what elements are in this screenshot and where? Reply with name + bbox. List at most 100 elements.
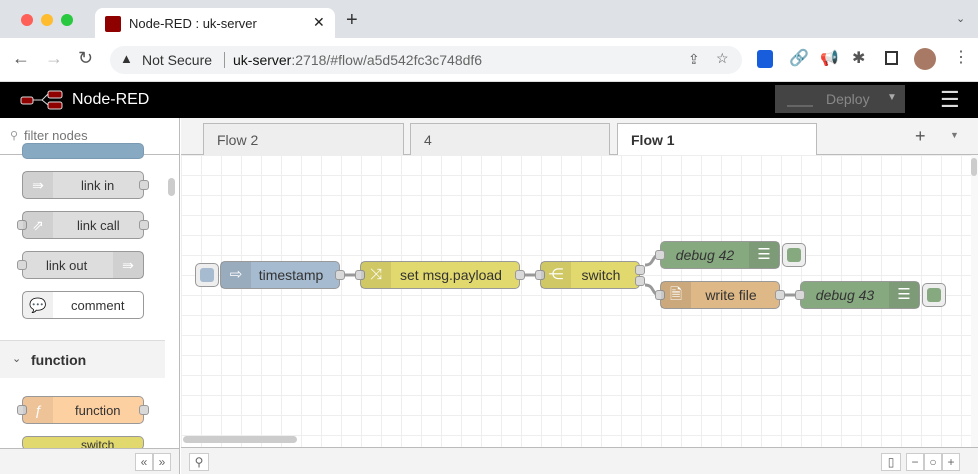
search-flows-icon[interactable]: ⚲ [189, 453, 209, 471]
flow-node-timestamp[interactable]: ⇨timestamp [220, 261, 345, 289]
flow-node-write-file[interactable]: 🗎write file [655, 281, 785, 309]
expand-all-icon[interactable]: » [153, 453, 171, 471]
node-red-favicon-icon [105, 16, 121, 32]
output-port-1[interactable] [635, 265, 645, 275]
reload-icon[interactable]: ↻ [78, 48, 94, 68]
inject-button[interactable] [195, 263, 219, 287]
navigator-map-icon[interactable]: ▯ [881, 453, 901, 471]
palette-node-link-in[interactable]: ⇛link in [22, 171, 149, 199]
search-icon: ⚲ [10, 130, 19, 142]
output-port[interactable] [139, 405, 149, 415]
filter-nodes-input[interactable] [24, 128, 164, 143]
workspace-tabs: Flow 2 4 Flow 1 + ▼ [181, 118, 978, 156]
node-label: link call [77, 218, 120, 233]
forward-icon[interactable]: → [45, 48, 63, 68]
maximize-window-button[interactable] [61, 14, 73, 26]
tab-label: Flow 1 [631, 132, 675, 148]
node-label: comment [71, 298, 125, 313]
zoom-in-icon[interactable]: + [942, 453, 960, 471]
flow-node-debug-42[interactable]: debug 42 ☰ [655, 241, 780, 269]
link-extension-icon[interactable]: 🔗 [789, 50, 809, 67]
output-port[interactable] [335, 270, 345, 280]
minimize-window-button[interactable] [41, 14, 53, 26]
input-port[interactable] [17, 260, 27, 270]
node-label: switch [581, 267, 621, 283]
bookmark-star-icon[interactable]: ☆ [716, 50, 729, 66]
back-icon[interactable]: ← [12, 48, 30, 68]
function-icon: ƒ [23, 397, 53, 423]
debug-list-icon: ☰ [749, 242, 779, 268]
node-label: write file [705, 287, 757, 303]
input-port[interactable] [535, 270, 545, 280]
browser-menu-icon[interactable]: ⋮ [953, 49, 969, 66]
node-label: switch [81, 438, 115, 450]
zoom-reset-icon[interactable]: ○ [924, 453, 942, 471]
flow-node-set-msg-payload[interactable]: ⤨set msg.payload [355, 261, 525, 289]
side-panel-icon[interactable] [885, 51, 898, 65]
link-call-icon: ⇗ [23, 212, 53, 238]
input-port[interactable] [17, 220, 27, 230]
input-port[interactable] [355, 270, 365, 280]
app-title: Node-RED [72, 91, 150, 108]
browser-tab-strip: Node-RED : uk-server ✕ + ⌄ [0, 0, 978, 38]
palette-node-comment[interactable]: 💬 comment [22, 291, 144, 319]
extensions-puzzle-icon[interactable]: ✱ [852, 50, 866, 67]
node-label: link in [81, 178, 115, 193]
input-port[interactable] [655, 290, 665, 300]
debug-toggle-button[interactable] [922, 283, 946, 307]
deploy-dropdown-icon[interactable]: ▼ [887, 92, 897, 103]
profile-avatar[interactable] [914, 48, 936, 70]
divider [224, 52, 225, 68]
bitwarden-extension-icon[interactable] [757, 50, 773, 68]
add-flow-icon[interactable]: + [915, 126, 926, 146]
debug-toggle-button[interactable] [782, 243, 806, 267]
palette-node-link-out[interactable]: link out⇛ [17, 251, 144, 279]
flow-node-debug-43[interactable]: debug 43☰ [795, 281, 920, 309]
input-port[interactable] [655, 250, 665, 260]
deploy-icon [787, 91, 813, 107]
zoom-out-icon[interactable]: − [906, 453, 924, 471]
palette-scrollbar[interactable] [168, 178, 175, 196]
flow-canvas[interactable]: ⇨timestamp ⤨set msg.payload ⋲ switch debu… [181, 155, 971, 447]
tab-title: Node-RED : uk-server [129, 16, 257, 31]
category-label: function [31, 352, 87, 368]
deploy-button[interactable]: Deploy ▼ [775, 85, 905, 113]
input-port[interactable] [17, 405, 27, 415]
main-menu-icon[interactable]: ☰ [940, 87, 960, 112]
close-tab-icon[interactable]: ✕ [313, 14, 325, 30]
close-window-button[interactable] [21, 14, 33, 26]
flow-node-switch[interactable]: ⋲ switch [535, 261, 645, 289]
tab-4[interactable]: 4 [410, 123, 610, 155]
megaphone-extension-icon[interactable]: 📢 [820, 50, 839, 67]
flow-list-dropdown-icon[interactable]: ▼ [950, 130, 959, 140]
vertical-scrollbar[interactable] [971, 155, 978, 447]
output-port[interactable] [139, 220, 149, 230]
browser-tab[interactable]: Node-RED : uk-server ✕ [95, 8, 335, 38]
palette-node-link-call[interactable]: ⇗ link call [17, 211, 149, 239]
node-label: debug 42 [675, 247, 735, 263]
palette-node-partial[interactable] [22, 143, 144, 159]
output-port-2[interactable] [635, 276, 645, 286]
url-path: :2718/#flow/a5d542fc3c748df6 [291, 52, 483, 68]
switch-fork-icon: ⋲ [541, 262, 571, 288]
input-port[interactable] [795, 290, 805, 300]
security-label[interactable]: Not Secure [142, 52, 213, 68]
tab-flow-2[interactable]: Flow 2 [203, 123, 404, 155]
new-tab-button[interactable]: + [346, 9, 358, 31]
link-out-icon: ⇛ [113, 252, 143, 278]
output-port[interactable] [139, 180, 149, 190]
share-icon[interactable]: ⇪ [688, 51, 700, 67]
deploy-label: Deploy [826, 91, 870, 107]
tab-search-chevron-icon[interactable]: ⌄ [956, 13, 966, 25]
comment-icon: 💬 [23, 292, 53, 318]
category-header-function[interactable]: ⌄ function [0, 340, 165, 378]
url-field[interactable]: ▲ Not Secure uk-server:2718/#flow/a5d542… [110, 46, 742, 74]
scrollbar-thumb[interactable] [971, 158, 977, 176]
output-port[interactable] [515, 270, 525, 280]
output-port[interactable] [775, 290, 785, 300]
chevron-down-icon: ⌄ [12, 353, 22, 365]
horizontal-scrollbar[interactable] [183, 436, 297, 443]
collapse-all-icon[interactable]: « [135, 453, 153, 471]
tab-flow-1[interactable]: Flow 1 [617, 123, 817, 156]
